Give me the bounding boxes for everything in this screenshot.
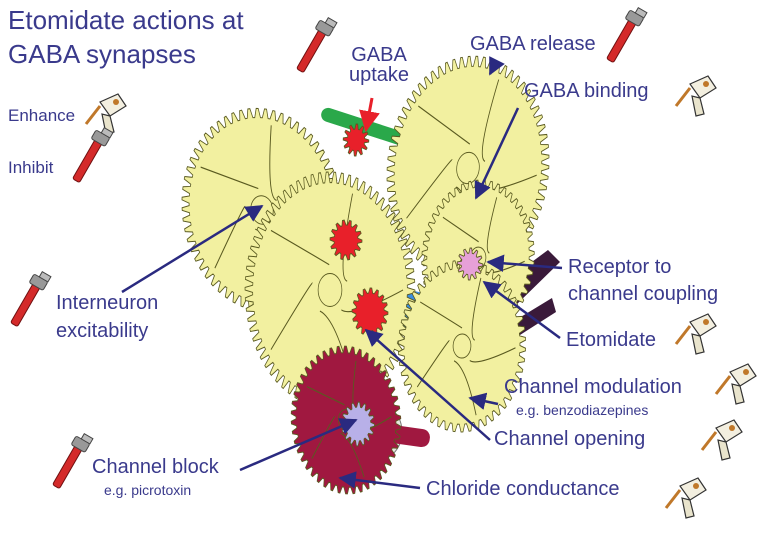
label-gaba-binding: GABA binding bbox=[524, 80, 649, 102]
legend-inhibit-label: Inhibit bbox=[8, 158, 54, 177]
arrow-gaba-release bbox=[488, 55, 505, 76]
arrow-channel-block bbox=[239, 418, 358, 472]
arrow-gaba-binding bbox=[474, 107, 520, 200]
drill-icon-modulation bbox=[714, 363, 757, 405]
wrench-icon-uptake bbox=[296, 16, 338, 73]
label-channel-modulation-example: e.g. benzodiazepines bbox=[516, 402, 649, 418]
arrow-interneuron bbox=[121, 204, 264, 294]
label-gaba-uptake-1: GABA bbox=[351, 44, 407, 66]
label-receptor-coupling-2: channel coupling bbox=[568, 283, 719, 305]
label-etomidate: Etomidate bbox=[566, 329, 657, 351]
wrench-icon-release bbox=[606, 6, 648, 63]
wrench-icon-channel-block bbox=[52, 432, 94, 489]
drill-icon-chloride bbox=[664, 477, 707, 519]
label-channel-block: Channel block bbox=[92, 456, 219, 478]
arrow-channel-opening bbox=[364, 328, 491, 441]
label-chloride-conductance: Chloride conductance bbox=[426, 478, 620, 500]
wrench-icon-legend-inhibit bbox=[72, 126, 114, 183]
red-gear-pinion bbox=[329, 219, 363, 261]
label-interneuron-2: excitability bbox=[56, 320, 149, 342]
label-interneuron-1: Interneuron bbox=[56, 292, 159, 314]
title-line-2: GABA synapses bbox=[8, 39, 196, 69]
title-line-1: Etomidate actions at bbox=[8, 5, 244, 35]
label-gaba-uptake-2: uptake bbox=[348, 64, 410, 86]
pink-gear-binding bbox=[456, 247, 484, 281]
drill-icon-legend-enhance bbox=[84, 93, 127, 135]
label-channel-block-example: e.g. picrotoxin bbox=[104, 482, 192, 498]
label-gaba-release: GABA release bbox=[470, 33, 596, 55]
label-receptor-coupling-1: Receptor to bbox=[568, 256, 672, 278]
label-channel-modulation: Channel modulation bbox=[504, 376, 682, 398]
label-channel-opening: Channel opening bbox=[494, 428, 646, 450]
arrows bbox=[121, 55, 563, 490]
arrow-gaba-uptake bbox=[359, 97, 380, 133]
wrench-icon-interneuron bbox=[10, 270, 52, 327]
arrow-etomidate bbox=[482, 280, 561, 340]
arrow-chloride-conductance bbox=[338, 471, 421, 490]
drill-icon-etomidate bbox=[674, 313, 717, 355]
tool-icons bbox=[10, 6, 757, 519]
drill-icon-binding bbox=[674, 75, 717, 117]
red-gear-opening bbox=[351, 287, 389, 337]
arrow-receptor-coupling bbox=[486, 254, 563, 272]
arrow-channel-modulation bbox=[468, 392, 499, 410]
drill-icon-opening bbox=[700, 419, 743, 461]
legend-enhance-label: Enhance bbox=[8, 106, 76, 125]
yellow-gear-right-low bbox=[398, 259, 526, 433]
